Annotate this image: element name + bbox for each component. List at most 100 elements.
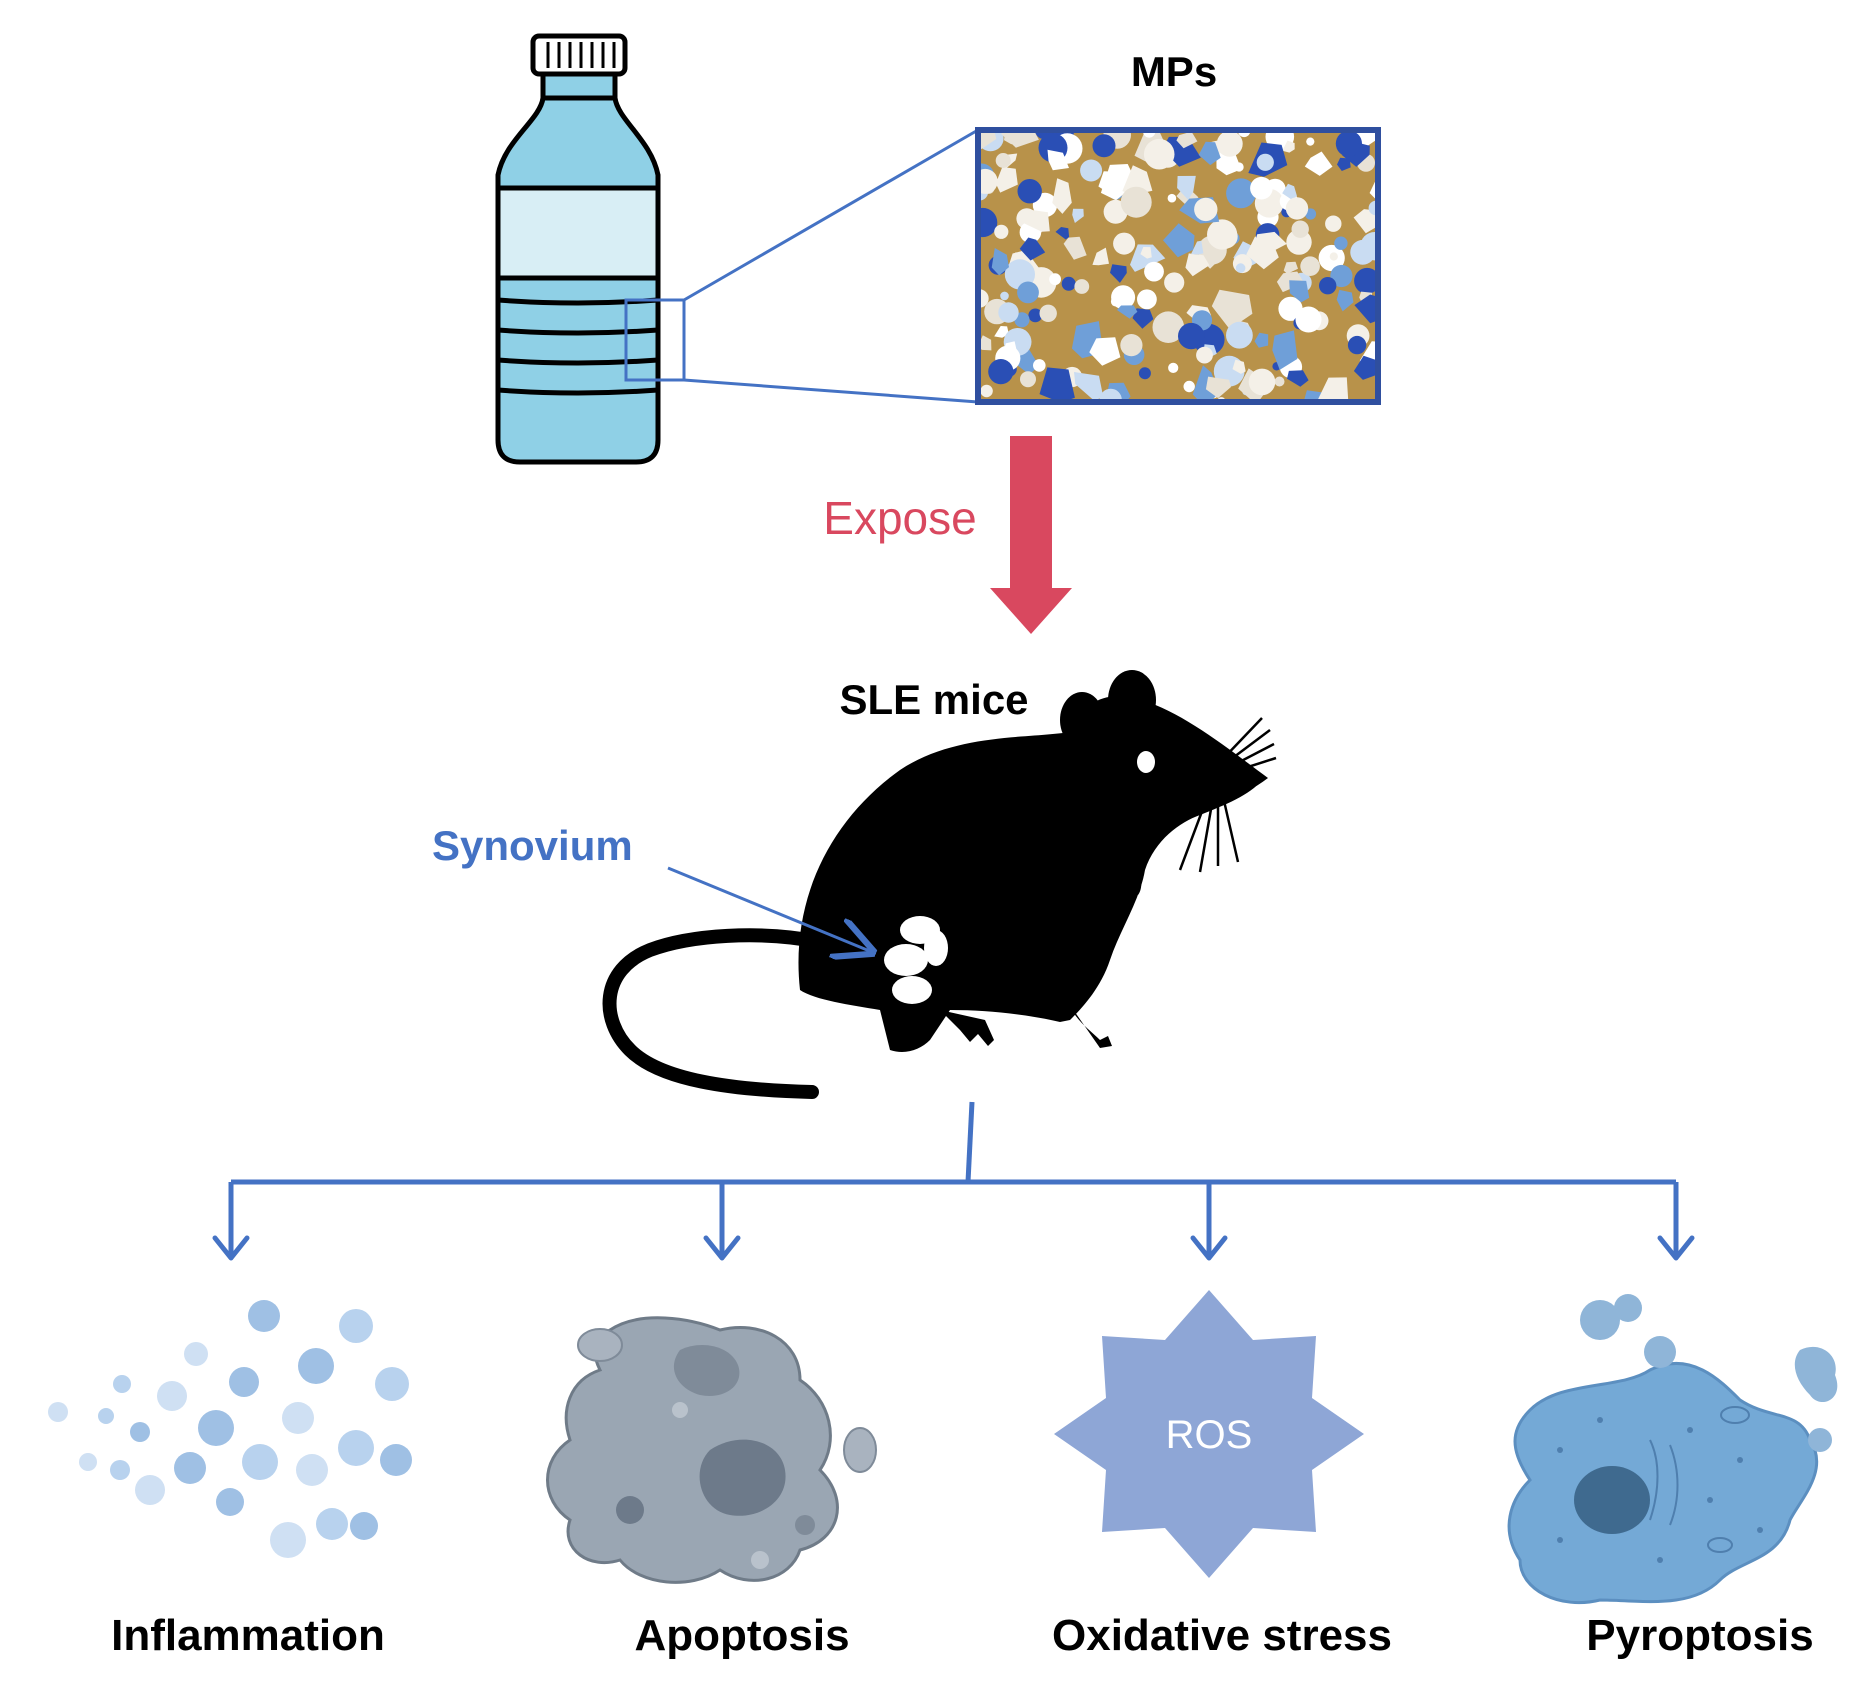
- mp-particle: [998, 302, 1019, 323]
- mp-particle: [1285, 197, 1309, 220]
- mp-particle: [1095, 338, 1117, 359]
- mp-fragment: [1216, 149, 1242, 176]
- mp-fragment: [1353, 209, 1378, 234]
- mp-particle: [1014, 312, 1030, 328]
- mp-particle: [1017, 281, 1039, 304]
- mp-fragment: [1337, 157, 1351, 171]
- mp-particle: [1196, 346, 1213, 364]
- mp-fragment: [1272, 330, 1298, 370]
- mp-fragment: [978, 335, 992, 351]
- mp-fragment: [1098, 171, 1126, 193]
- pyroptotic-cell-icon: [1507, 1294, 1838, 1605]
- mp-particle: [1138, 367, 1151, 380]
- arrowhead-inflammation: [212, 1235, 250, 1261]
- droplet: [270, 1522, 306, 1558]
- droplet: [130, 1422, 150, 1442]
- mp-particle: [1028, 308, 1043, 323]
- zoom-line-top: [683, 128, 979, 302]
- mp-particle: [1216, 130, 1243, 157]
- mp-fragment: [991, 248, 1009, 276]
- droplet: [174, 1452, 206, 1484]
- mp-fragment: [1176, 131, 1198, 149]
- mp-particle: [1319, 277, 1337, 295]
- droplet: [79, 1453, 97, 1471]
- outcome-label-apoptosis: Apoptosis: [634, 1611, 849, 1660]
- microplastics-texture: [975, 127, 1381, 405]
- outcome-label-inflammation: Inflammation: [111, 1611, 385, 1660]
- mp-particle: [1274, 376, 1285, 387]
- mp-fragment: [1177, 175, 1196, 200]
- mp-particle: [1000, 291, 1009, 301]
- mp-particle: [1235, 263, 1246, 273]
- mp-particle: [1061, 276, 1076, 291]
- droplet: [216, 1488, 244, 1516]
- mp-particle: [1039, 304, 1057, 322]
- mp-particle: [1347, 335, 1367, 355]
- mp-fragment: [1254, 332, 1269, 348]
- droplet: [198, 1410, 234, 1446]
- mp-fragment: [1336, 289, 1354, 312]
- mp-particle: [1099, 388, 1122, 402]
- mp-particle: [1137, 289, 1157, 310]
- outcome-label-oxidative-stress: Oxidative stress: [1052, 1611, 1392, 1660]
- mp-particle: [1213, 224, 1238, 249]
- droplet: [298, 1348, 334, 1384]
- mp-fragment: [1092, 247, 1109, 266]
- droplet: [135, 1475, 165, 1505]
- mp-particle: [1092, 134, 1116, 158]
- mps-label: MPs: [1131, 48, 1217, 95]
- mp-particle: [1330, 264, 1353, 288]
- mp-particle: [1144, 261, 1164, 282]
- mp-particle: [1033, 359, 1046, 372]
- mp-particle: [978, 207, 998, 238]
- mp-fragment: [1205, 376, 1231, 399]
- mp-particle: [1350, 239, 1376, 265]
- mp-fragment: [1047, 149, 1069, 171]
- mp-particle: [1152, 311, 1185, 344]
- droplet: [338, 1430, 374, 1466]
- mp-fragment: [1020, 209, 1050, 232]
- droplet: [248, 1300, 280, 1332]
- mp-fragment: [1304, 151, 1333, 176]
- mp-fragment: [1232, 359, 1246, 374]
- mp-particle: [1120, 186, 1152, 218]
- droplet: [350, 1512, 378, 1540]
- mp-fragment: [1110, 264, 1127, 283]
- ros-star-icon: ROS: [1054, 1290, 1364, 1578]
- mp-particle: [1291, 220, 1309, 238]
- mp-fragment: [1283, 261, 1298, 274]
- mp-fragment: [1140, 247, 1152, 259]
- droplet: [157, 1381, 187, 1411]
- droplet: [296, 1454, 328, 1486]
- mp-fragment: [1063, 236, 1087, 260]
- zoom-line-bottom: [683, 378, 979, 404]
- arrowhead-apoptosis: [703, 1235, 741, 1261]
- mp-particle: [1168, 362, 1179, 373]
- mp-particle: [988, 359, 1014, 385]
- mp-fragment: [1253, 231, 1287, 258]
- mp-fragment: [1074, 372, 1104, 401]
- synovium-arrow: [667, 866, 872, 952]
- droplets-icon: [48, 1300, 412, 1558]
- mp-particle: [1164, 272, 1185, 293]
- mp-fragment: [1287, 370, 1309, 387]
- sle-mice-label: SLE mice: [839, 676, 1028, 723]
- mp-fragment: [1132, 308, 1154, 329]
- droplet: [113, 1375, 131, 1393]
- mp-fragment: [1001, 130, 1039, 148]
- mp-particle: [1325, 215, 1342, 232]
- mp-particle: [1143, 138, 1175, 170]
- mp-particle: [1250, 176, 1273, 200]
- mp-fragment: [995, 167, 1018, 193]
- mp-fragment: [1019, 237, 1046, 261]
- arrowhead-pyroptosis: [1657, 1235, 1695, 1261]
- mp-particle: [1306, 137, 1315, 146]
- droplet: [282, 1402, 314, 1434]
- mp-particle: [1113, 232, 1136, 255]
- droplet: [184, 1342, 208, 1366]
- mp-fragment: [1282, 183, 1297, 201]
- mp-particle: [1256, 153, 1274, 171]
- mp-particle: [1226, 321, 1253, 349]
- mp-fragment: [1055, 227, 1070, 240]
- mp-fragment: [1117, 305, 1138, 319]
